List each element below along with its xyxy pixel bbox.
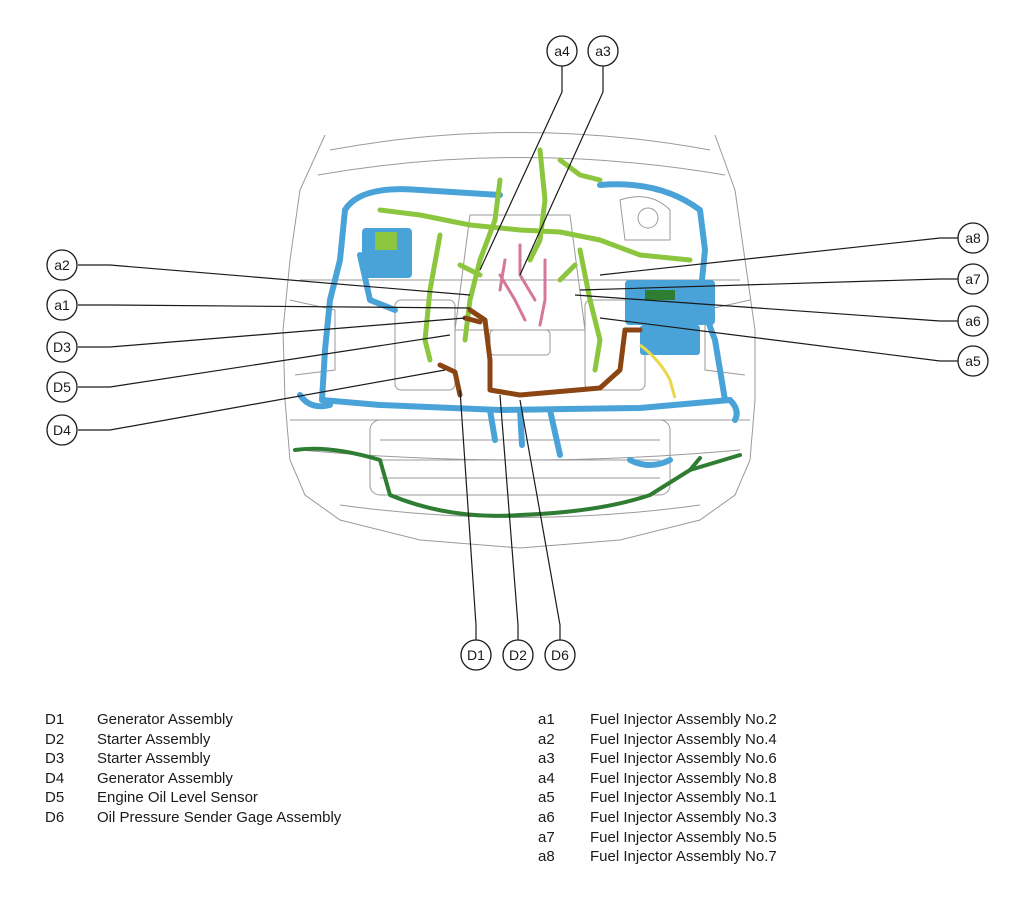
legend-name: Fuel Injector Assembly No.4 [590,730,777,748]
legend-row: a2 Fuel Injector Assembly No.4 [538,730,777,750]
callout-a6: a6 [957,305,989,337]
legend-row: a8 Fuel Injector Assembly No.7 [538,847,777,867]
pink-injector-harness [498,243,547,327]
legend-name: Fuel Injector Assembly No.5 [590,828,777,846]
callout-D3: D3 [46,331,78,363]
legend-code: a4 [538,769,555,787]
legend-name: Generator Assembly [97,711,233,728]
legend-code: a5 [538,789,555,807]
callout-D4: D4 [46,414,78,446]
legend-code: a8 [538,848,555,866]
callout-a3: a3 [587,35,619,67]
leader-lines [78,66,958,640]
callout-a8: a8 [957,222,989,254]
callout-label: a2 [54,257,70,273]
legend-name: Engine Oil Level Sensor [97,789,258,807]
callout-a1: a1 [46,289,78,321]
legend-code: a1 [538,711,555,728]
legend-row: D1 Generator Assembly [45,710,341,730]
callout-label: a7 [965,271,981,287]
relay-left [375,232,397,250]
legend-name: Generator Assembly [97,769,233,787]
legend-code: D3 [45,750,65,768]
callout-label: D4 [53,422,71,438]
callout-label: D6 [551,647,569,663]
callout-label: a1 [54,297,70,313]
legend-row: a6 Fuel Injector Assembly No.3 [538,808,777,828]
legend-row: D2 Starter Assembly [45,730,341,750]
callout-a2: a2 [46,249,78,281]
legend-code: D6 [45,808,65,826]
legend-name: Fuel Injector Assembly No.1 [590,789,777,807]
legend-right: a1 Fuel Injector Assembly No.2 a2 Fuel I… [538,710,777,867]
callout-label: a4 [554,43,570,59]
legend-name: Starter Assembly [97,750,211,768]
legend-code: D4 [45,769,65,787]
callout-label: a6 [965,313,981,329]
dark-green-harness [293,446,742,518]
callout-label: a3 [595,43,611,59]
callout-D6: D6 [544,639,576,671]
callout-a4: a4 [546,35,578,67]
legend-row: D5 Engine Oil Level Sensor [45,788,341,808]
legend-row: a5 Fuel Injector Assembly No.1 [538,788,777,808]
callout-D1: D1 [460,639,492,671]
legend-row: a1 Fuel Injector Assembly No.2 [538,710,777,730]
engine-wiring-diagram: a4 a3 a2 a1 D3 D5 D4 a8 a7 a6 a5 D1 [46,35,989,671]
relay-right [645,290,675,300]
callout-label: D3 [53,339,71,355]
ecu-block [640,325,700,355]
legend-name: Fuel Injector Assembly No.3 [590,808,777,826]
legend-name: Fuel Injector Assembly No.8 [590,769,777,787]
brown-harness [437,307,643,398]
callout-a7: a7 [957,263,989,295]
callout-label: D5 [53,379,71,395]
legend-name: Starter Assembly [97,730,211,748]
legend-row: D4 Generator Assembly [45,769,341,789]
callout-D5: D5 [46,371,78,403]
callout-label: D1 [467,647,485,663]
legend-left: D1 Generator Assembly D2 Starter Assembl… [45,710,341,828]
yellow-wire [639,343,677,399]
legend-row: a4 Fuel Injector Assembly No.8 [538,769,777,789]
legend-row: a7 Fuel Injector Assembly No.5 [538,828,777,848]
legend-code: a2 [538,730,555,748]
legend-row: a3 Fuel Injector Assembly No.6 [538,749,777,769]
legend-name: Oil Pressure Sender Gage Assembly [97,808,342,826]
legend-row: D6 Oil Pressure Sender Gage Assembly [45,808,341,828]
blue-harness [297,181,740,468]
fuse-box-left [362,228,412,278]
legend-code: a3 [538,750,555,768]
legend-code: a6 [538,808,555,826]
callout-D2: D2 [502,639,534,671]
legend-code: a7 [538,828,555,846]
legend-name: Fuel Injector Assembly No.7 [590,848,777,866]
legend-code: D1 [45,711,65,728]
legend-code: D5 [45,789,65,807]
legend-name: Fuel Injector Assembly No.2 [590,711,777,728]
callout-label: a8 [965,230,981,246]
legend-row: D3 Starter Assembly [45,749,341,769]
callout-label: a5 [965,353,981,369]
legend-code: D2 [45,730,65,748]
callout-a5: a5 [957,345,989,377]
legend-name: Fuel Injector Assembly No.6 [590,750,777,768]
callout-label: D2 [509,647,527,663]
